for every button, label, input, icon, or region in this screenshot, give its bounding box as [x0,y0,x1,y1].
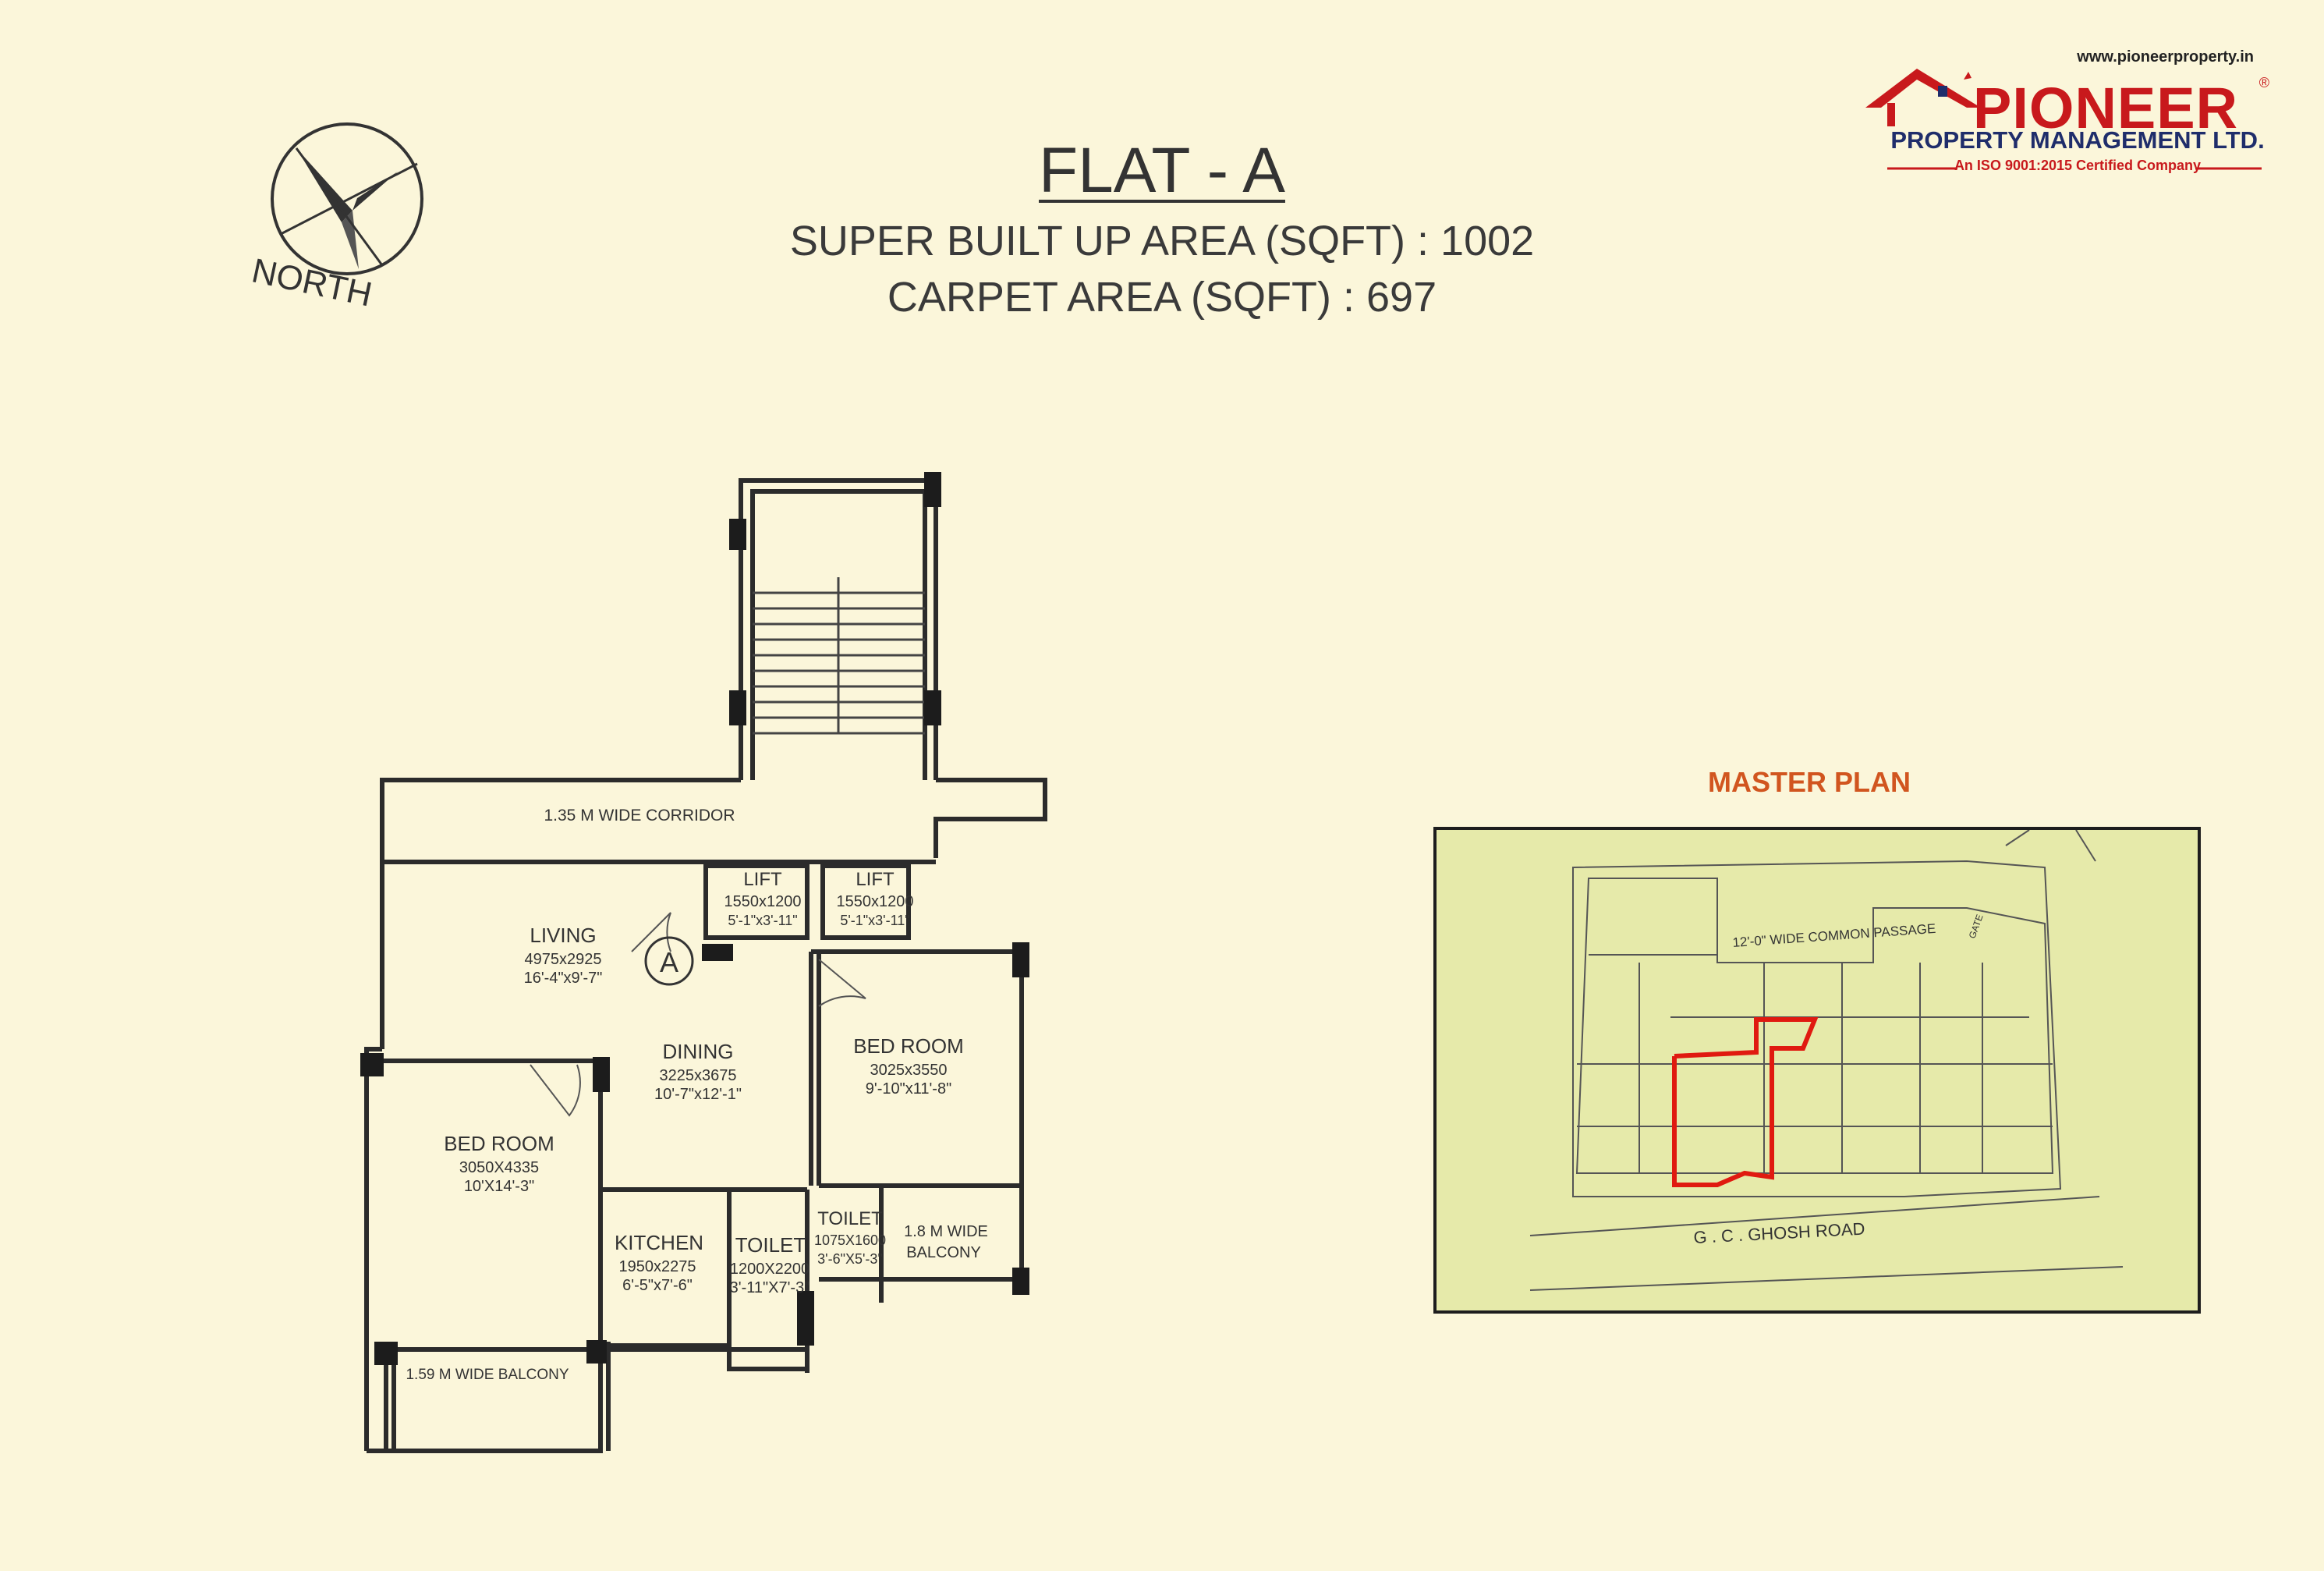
bed1-name: BED ROOM [853,1034,964,1058]
master-plan-title: MASTER PLAN [1708,766,1911,798]
gate-label: GATE [1967,913,1986,940]
brand-name: PIONEER [1973,76,2239,140]
flat-marker: A [660,946,678,978]
brand-subtitle: PROPERTY MANAGEMENT LTD. [1890,126,2265,154]
brand-url[interactable]: www.pioneerproperty.in [2077,48,2254,66]
lift1-ft: 5'-1"x3'-11" [728,913,797,928]
balcony2-label: 1.59 M WIDE BALCONY [406,1367,569,1383]
brand-logo[interactable]: www.pioneerproperty.in PIONEER ® PROPERT… [1856,47,2277,179]
flat-title: FLAT - A [1039,135,1285,206]
super-built-up-area: SUPER BUILT UP AREA (SQFT) : 1002 [789,218,1535,264]
lift1-name: LIFT [743,869,782,890]
balcony1-line2: BALCONY [906,1244,981,1261]
corridor-label: 1.35 M WIDE CORRIDOR [544,807,735,825]
dining-name: DINING [663,1040,734,1063]
bed2-name: BED ROOM [444,1132,554,1155]
kitchen-mm: 1950x2275 [619,1258,696,1275]
house-roof-logo-icon [1865,69,1981,126]
bed2-mm: 3050X4335 [459,1159,539,1176]
dining-ft: 10'-7"x12'-1" [654,1086,742,1103]
living-mm: 4975x2925 [525,951,602,968]
toilet2-name: TOILET [817,1208,883,1229]
lift1-mm: 1550x1200 [724,893,802,910]
bed1-ft: 9'-10"x11'-8" [866,1080,951,1098]
toilet1-ft: 3'-11"X7'-3" [730,1279,810,1296]
north-arrow-icon [271,122,423,275]
lift2-name: LIFT [856,869,895,890]
bed2-ft: 10'X14'-3" [464,1178,534,1195]
brand-iso: An ISO 9001:2015 Certified Company [1954,158,2202,173]
lift2-mm: 1550x1200 [837,893,914,910]
balcony1-line1: 1.8 M WIDE [904,1223,988,1240]
toilet2-mm: 1075X1600 [814,1232,886,1248]
living-name: LIVING [530,924,596,947]
bed1-mm: 3025x3550 [870,1062,948,1079]
carpet-area: CARPET AREA (SQFT) : 697 [887,274,1437,321]
kitchen-ft: 6'-5"x7'-6" [622,1277,693,1294]
toilet1-mm: 1200X2200 [730,1261,810,1278]
dining-mm: 3225x3675 [660,1067,737,1084]
toilet2-ft: 3'-6"X5'-3" [817,1251,883,1267]
master-plan-map: 12'-0" WIDE COMMON PASSAGE G . C . GHOSH… [1433,827,2201,1314]
living-ft: 16'-4"x9'-7" [524,970,603,987]
registered-mark: ® [2258,75,2269,90]
master-plan-drawing: 12'-0" WIDE COMMON PASSAGE G . C . GHOSH… [1529,829,2124,1291]
kitchen-name: KITCHEN [615,1231,703,1254]
lift2-ft: 5'-1"x3'-11" [840,913,909,928]
toilet1-name: TOILET [735,1233,806,1257]
iso-divider [1887,167,2262,170]
passage-label: 12'-0" WIDE COMMON PASSAGE [1732,921,1936,950]
flat-highlight-outline [1672,1017,1819,1187]
